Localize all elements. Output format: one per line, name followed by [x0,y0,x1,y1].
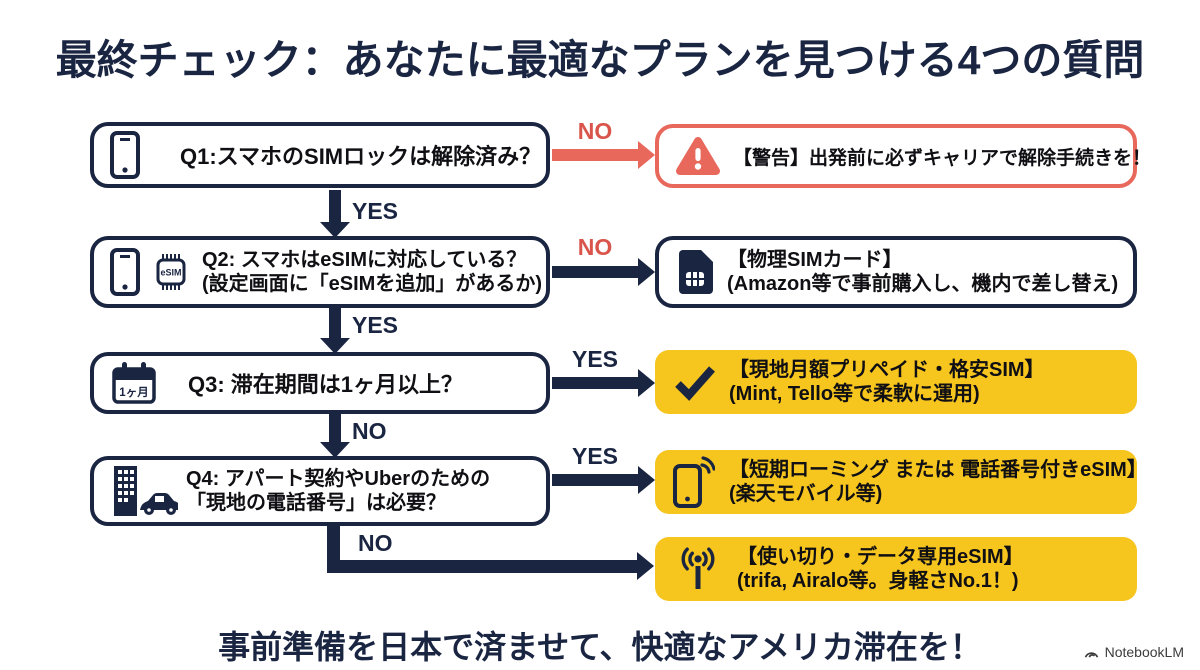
result-box-prepaid-sim: 【現地月額プリペイド・格安SIM】 (Mint, Tello等で柔軟に運用) [655,350,1137,414]
result-box-data-esim: 【使い切り・データ専用eSIM】 (trifa, Airalo等。身軽さNo.1… [655,537,1137,601]
result-box-roaming-esim: 【短期ローミング または 電話番号付きeSIM】 (楽天モバイル等) [655,450,1147,514]
edge-label-q3-yes: YES [571,346,619,372]
edge-label-q2-no: NO [577,234,613,260]
arrow-q3-yes-shaft [552,377,638,389]
question-box-q2: eSIM Q2: スマホはeSIMに対応している？ (設定画面に「eSIMを追加… [90,236,550,308]
result-box-physical-sim: 【物理SIMカード】 (Amazon等で事前購入し、機内で差し替え) [655,236,1137,308]
q4-line1: Q4: アパート契約やUberのための [186,467,491,490]
question-box-q1: Q1:スマホのSIMロックは解除済み？ [90,122,550,188]
roaming-esim-line2: (楽天モバイル等) [729,483,883,505]
prepaid-sim-line2: (Mint, Tello等で柔軟に運用) [729,383,980,405]
arrow-q2-no-shaft [552,266,638,278]
antenna-broadcast-icon [673,544,723,594]
building-car-icon [110,464,178,518]
checkmark-icon [673,363,717,401]
arrow-q2-no-head [638,258,655,286]
smartphone-icon [110,247,140,297]
edge-label-q1-no: NO [577,118,613,144]
calendar-icon: 1ヶ月 [110,360,158,406]
arrow-q2-yes-shaft [329,308,341,338]
watermark-label: NotebookLM [1104,644,1184,660]
physical-sim-line1: 【物理SIMカード】 [727,248,903,271]
prepaid-sim-text: 【現地月額プリペイド・格安SIM】 (Mint, Tello等で柔軟に運用) [729,358,1045,407]
page-title: 最終チェック：あなたに最適なプランを見つける4つの質問 [55,37,1145,83]
arrow-q3-no-head [320,442,350,458]
esim-chip-icon: eSIM [152,253,190,291]
phone-signal-icon [673,456,715,508]
data-esim-line1: 【使い切り・データ専用eSIM】 [737,545,1024,568]
esim-chip-label: eSIM [160,268,181,278]
notebooklm-logo-icon [1083,646,1100,659]
q2-text: Q2: スマホはeSIMに対応している？ (設定画面に「eSIMを追加」があるか… [202,248,542,297]
q2-line1: Q2: スマホはeSIMに対応している？ [202,248,527,271]
edge-label-q2-yes: YES [352,312,399,338]
smartphone-icon [110,131,140,179]
data-esim-text: 【使い切り・データ専用eSIM】 (trifa, Airalo等。身軽さNo.1… [737,545,1024,594]
question-box-q4: Q4: アパート契約やUberのための 「現地の電話番号」は必要？ [90,456,550,526]
sim-card-icon [675,248,715,296]
q3-text: Q3: 滞在期間は1ヶ月以上？ [188,372,464,397]
arrow-q1-no-head [638,141,655,169]
calendar-label: 1ヶ月 [119,386,148,399]
arrow-q4-no-horizontal [327,560,637,573]
arrow-q4-yes-shaft [552,474,638,486]
footer-message: 事前準備を日本で済ませて、快適なアメリカ滞在を！ [218,629,982,665]
edge-label-q3-no: NO [352,418,387,444]
arrow-q4-no-head [637,552,654,580]
physical-sim-text: 【物理SIMカード】 (Amazon等で事前購入し、機内で差し替え) [727,248,1118,297]
roaming-esim-text: 【短期ローミング または 電話番号付きeSIM】 (楽天モバイル等) [729,458,1147,507]
question-box-q3: 1ヶ月 Q3: 滞在期間は1ヶ月以上？ [90,352,550,414]
arrow-q4-yes-head [638,466,655,494]
arrow-q1-yes-shaft [329,190,341,222]
roaming-esim-line1: 【短期ローミング または 電話番号付きeSIM】 [729,458,1147,481]
q4-line2: 「現地の電話番号」は必要？ [186,492,446,514]
arrow-q1-yes-head [320,222,350,238]
arrow-q3-no-shaft [329,414,341,442]
physical-sim-line2: (Amazon等で事前購入し、機内で差し替え) [727,273,1119,295]
edge-label-q4-yes: YES [571,443,619,469]
data-esim-line2: (trifa, Airalo等。身軽さNo.1！) [737,570,1019,592]
prepaid-sim-line1: 【現地月額プリペイド・格安SIM】 [729,358,1045,381]
q1-text: Q1:スマホのSIMロックは解除済み？ [180,144,542,169]
result-box-warning: 【警告】出発前に必ずキャリアで解除手続きを！ [655,124,1151,188]
edge-label-q4-no: NO [358,530,393,556]
watermark: NotebookLM [1083,644,1184,660]
arrow-q2-yes-head [320,338,350,354]
warning-text: 【警告】出発前に必ずキャリアで解除手続きを！ [733,147,1152,169]
q4-text: Q4: アパート契約やUberのための 「現地の電話番号」は必要？ [186,467,490,516]
warning-triangle-icon [675,135,721,177]
arrow-q1-no-shaft [552,149,638,161]
q2-line2: (設定画面に「eSIMを追加」があるか) [202,273,542,295]
edge-label-q1-yes: YES [352,198,399,224]
arrow-q3-yes-head [638,369,655,397]
